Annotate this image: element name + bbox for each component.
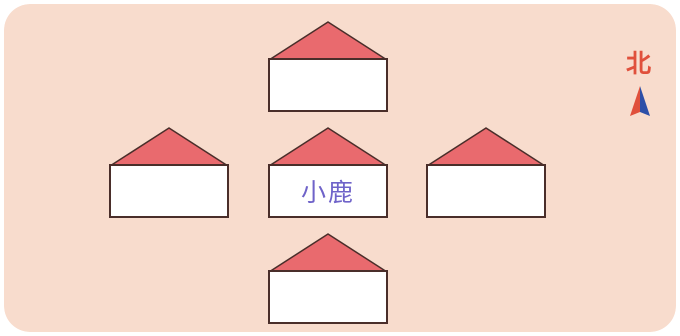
- house-body: [426, 164, 546, 218]
- house-east: [426, 126, 546, 224]
- house-body: [268, 270, 388, 324]
- house-center: 小鹿: [268, 126, 388, 224]
- house-south: [268, 232, 388, 330]
- roof-icon: [268, 126, 388, 166]
- roof-icon: [426, 126, 546, 166]
- diagram-canvas: 小鹿 北: [4, 4, 676, 332]
- roof-icon: [268, 232, 388, 272]
- house-label: 小鹿: [301, 173, 355, 209]
- arrow-right-half: [640, 86, 650, 116]
- north-label: 北: [626, 50, 651, 78]
- compass: 北: [622, 50, 662, 122]
- house-body: 小鹿: [268, 164, 388, 218]
- roof-icon: [268, 20, 388, 60]
- house-west: [109, 126, 229, 224]
- roof-icon: [109, 126, 229, 166]
- house-body: [268, 58, 388, 112]
- house-body: [109, 164, 229, 218]
- house-north: [268, 20, 388, 118]
- north-arrow-icon: [628, 84, 652, 118]
- arrow-left-half: [630, 86, 640, 116]
